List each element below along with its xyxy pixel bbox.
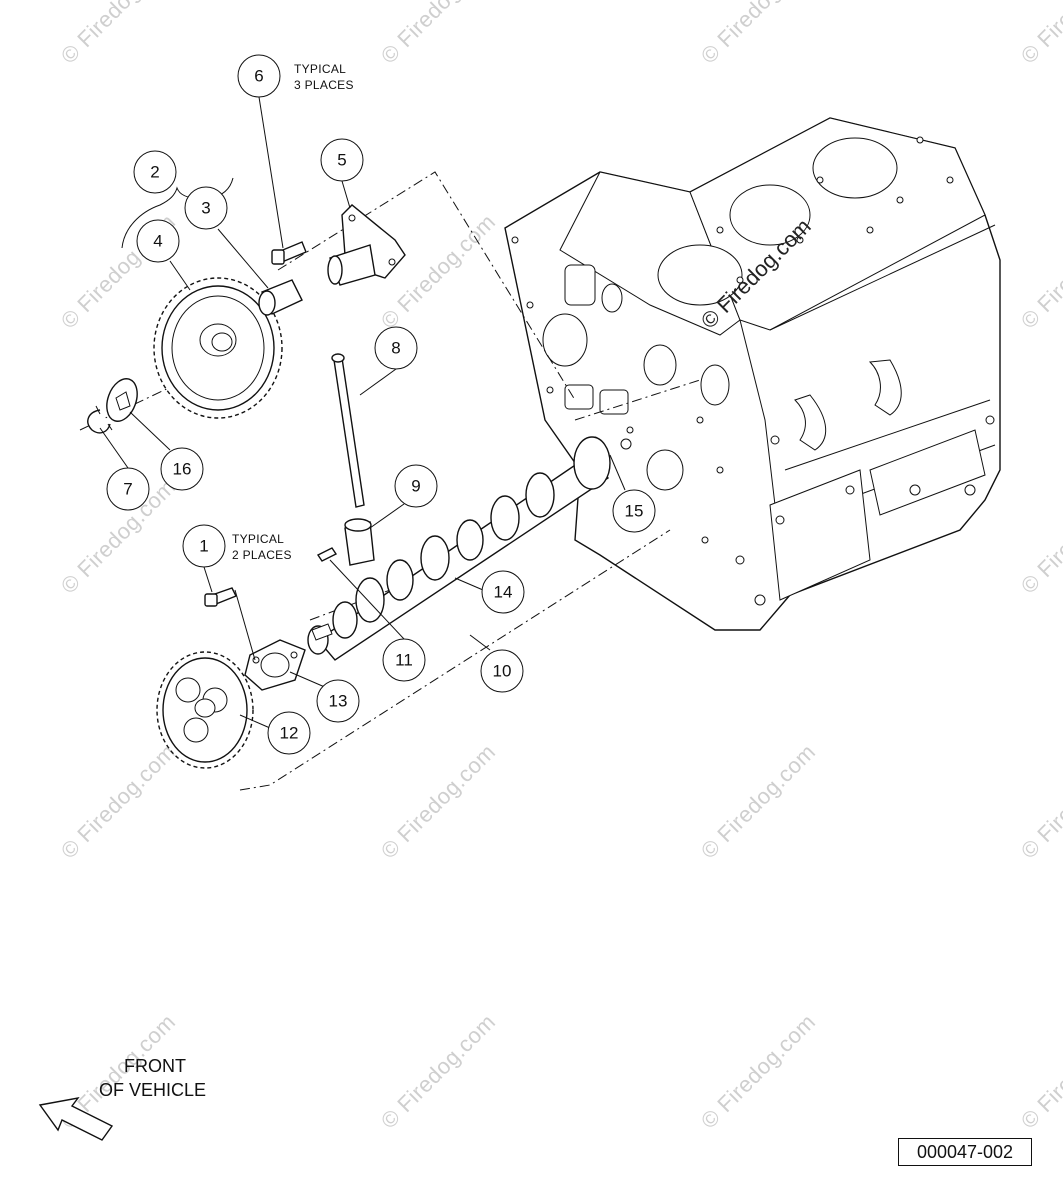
watermark: © Firedog.com xyxy=(1016,739,1063,864)
watermark: © Firedog.com xyxy=(376,0,501,69)
push-rod xyxy=(331,353,365,508)
callout-3: 3 xyxy=(184,186,228,230)
callout-number: 3 xyxy=(201,199,210,218)
watermark: © Firedog.com xyxy=(696,1009,821,1134)
drawing-number: 000047-002 xyxy=(898,1138,1032,1166)
idler-bushing xyxy=(258,279,303,316)
callout-1: 1 xyxy=(182,524,226,568)
thrust-washer xyxy=(106,378,138,422)
camshaft-gear xyxy=(156,651,254,769)
callout-8: 8 xyxy=(374,326,418,370)
callout-number: 4 xyxy=(153,232,162,251)
typical-3-places-note: TYPICAL 3 PLACES xyxy=(294,62,354,92)
callout-number: 8 xyxy=(391,339,400,358)
callout-2: 2 xyxy=(133,150,177,194)
woodruff-key xyxy=(316,547,338,562)
block-bolt-holes xyxy=(511,136,995,606)
callout-number: 2 xyxy=(150,163,159,182)
callout-12: 12 xyxy=(267,711,311,755)
engine-block: © Firedog.com xyxy=(504,117,1001,631)
callout-9: 9 xyxy=(394,464,438,508)
camshaft xyxy=(307,436,611,661)
callout-number: 7 xyxy=(123,480,132,499)
watermark: © Firedog.com xyxy=(696,739,821,864)
watermark: © Firedog.com xyxy=(376,1009,501,1134)
idler-shaft xyxy=(327,204,406,286)
callout-14: 14 xyxy=(481,570,525,614)
watermark: © Firedog.com xyxy=(1016,209,1063,334)
front-of-vehicle-indicator: FRONT OF VEHICLE xyxy=(38,1056,206,1141)
callout-15: 15 xyxy=(612,489,656,533)
callout-number: 1 xyxy=(199,537,208,556)
front-label: FRONT xyxy=(124,1056,186,1076)
bolt-1 xyxy=(204,587,237,607)
callout-13: 13 xyxy=(316,679,360,723)
callout-16: 16 xyxy=(160,447,204,491)
callout-number: 5 xyxy=(337,151,346,170)
callout-number: 9 xyxy=(411,477,420,496)
watermark: © Firedog.com xyxy=(1016,0,1063,69)
bolt-6 xyxy=(271,241,307,265)
idler-gear xyxy=(153,277,283,419)
typical-2-places-note: TYPICAL 2 PLACES xyxy=(232,532,292,562)
watermark: © Firedog.com xyxy=(696,0,821,69)
callout-number: 15 xyxy=(625,502,644,521)
watermark: © Firedog.com xyxy=(56,0,181,69)
leader-lines xyxy=(99,96,626,729)
snap-ring xyxy=(87,405,113,434)
callout-number: 11 xyxy=(395,651,413,670)
watermark: © Firedog.com xyxy=(376,209,501,334)
watermark: © Firedog.com xyxy=(376,739,501,864)
front-arrow-icon xyxy=(38,1096,114,1141)
callout-7: 7 xyxy=(106,467,150,511)
watermark: © Firedog.com xyxy=(1016,1009,1063,1134)
callout-10: 10 xyxy=(480,649,524,693)
tappet xyxy=(344,518,375,566)
watermark: © Firedog.com xyxy=(56,739,181,864)
callout-number: 10 xyxy=(493,662,512,681)
callout-number: 13 xyxy=(329,692,348,711)
callout-number: 16 xyxy=(173,460,192,479)
note-line: 3 PLACES xyxy=(294,78,354,92)
callouts: 1 2 3 4 5 6 7 8 9 10 11 12 13 14 15 16 xyxy=(106,54,656,755)
callout-number: 14 xyxy=(494,583,513,602)
callout-number: 6 xyxy=(254,67,263,86)
callout-number: 12 xyxy=(280,724,299,743)
callout-6: 6 xyxy=(237,54,281,98)
callout-5: 5 xyxy=(320,138,364,182)
front-label: OF VEHICLE xyxy=(99,1080,206,1100)
note-line: TYPICAL xyxy=(294,62,346,76)
o-ring xyxy=(620,438,632,450)
callout-4: 4 xyxy=(136,219,180,263)
note-line: TYPICAL xyxy=(232,532,284,546)
watermark: © Firedog.com xyxy=(1016,474,1063,599)
note-line: 2 PLACES xyxy=(232,548,292,562)
thrust-plate xyxy=(244,639,306,691)
callout-11: 11 xyxy=(382,638,426,682)
